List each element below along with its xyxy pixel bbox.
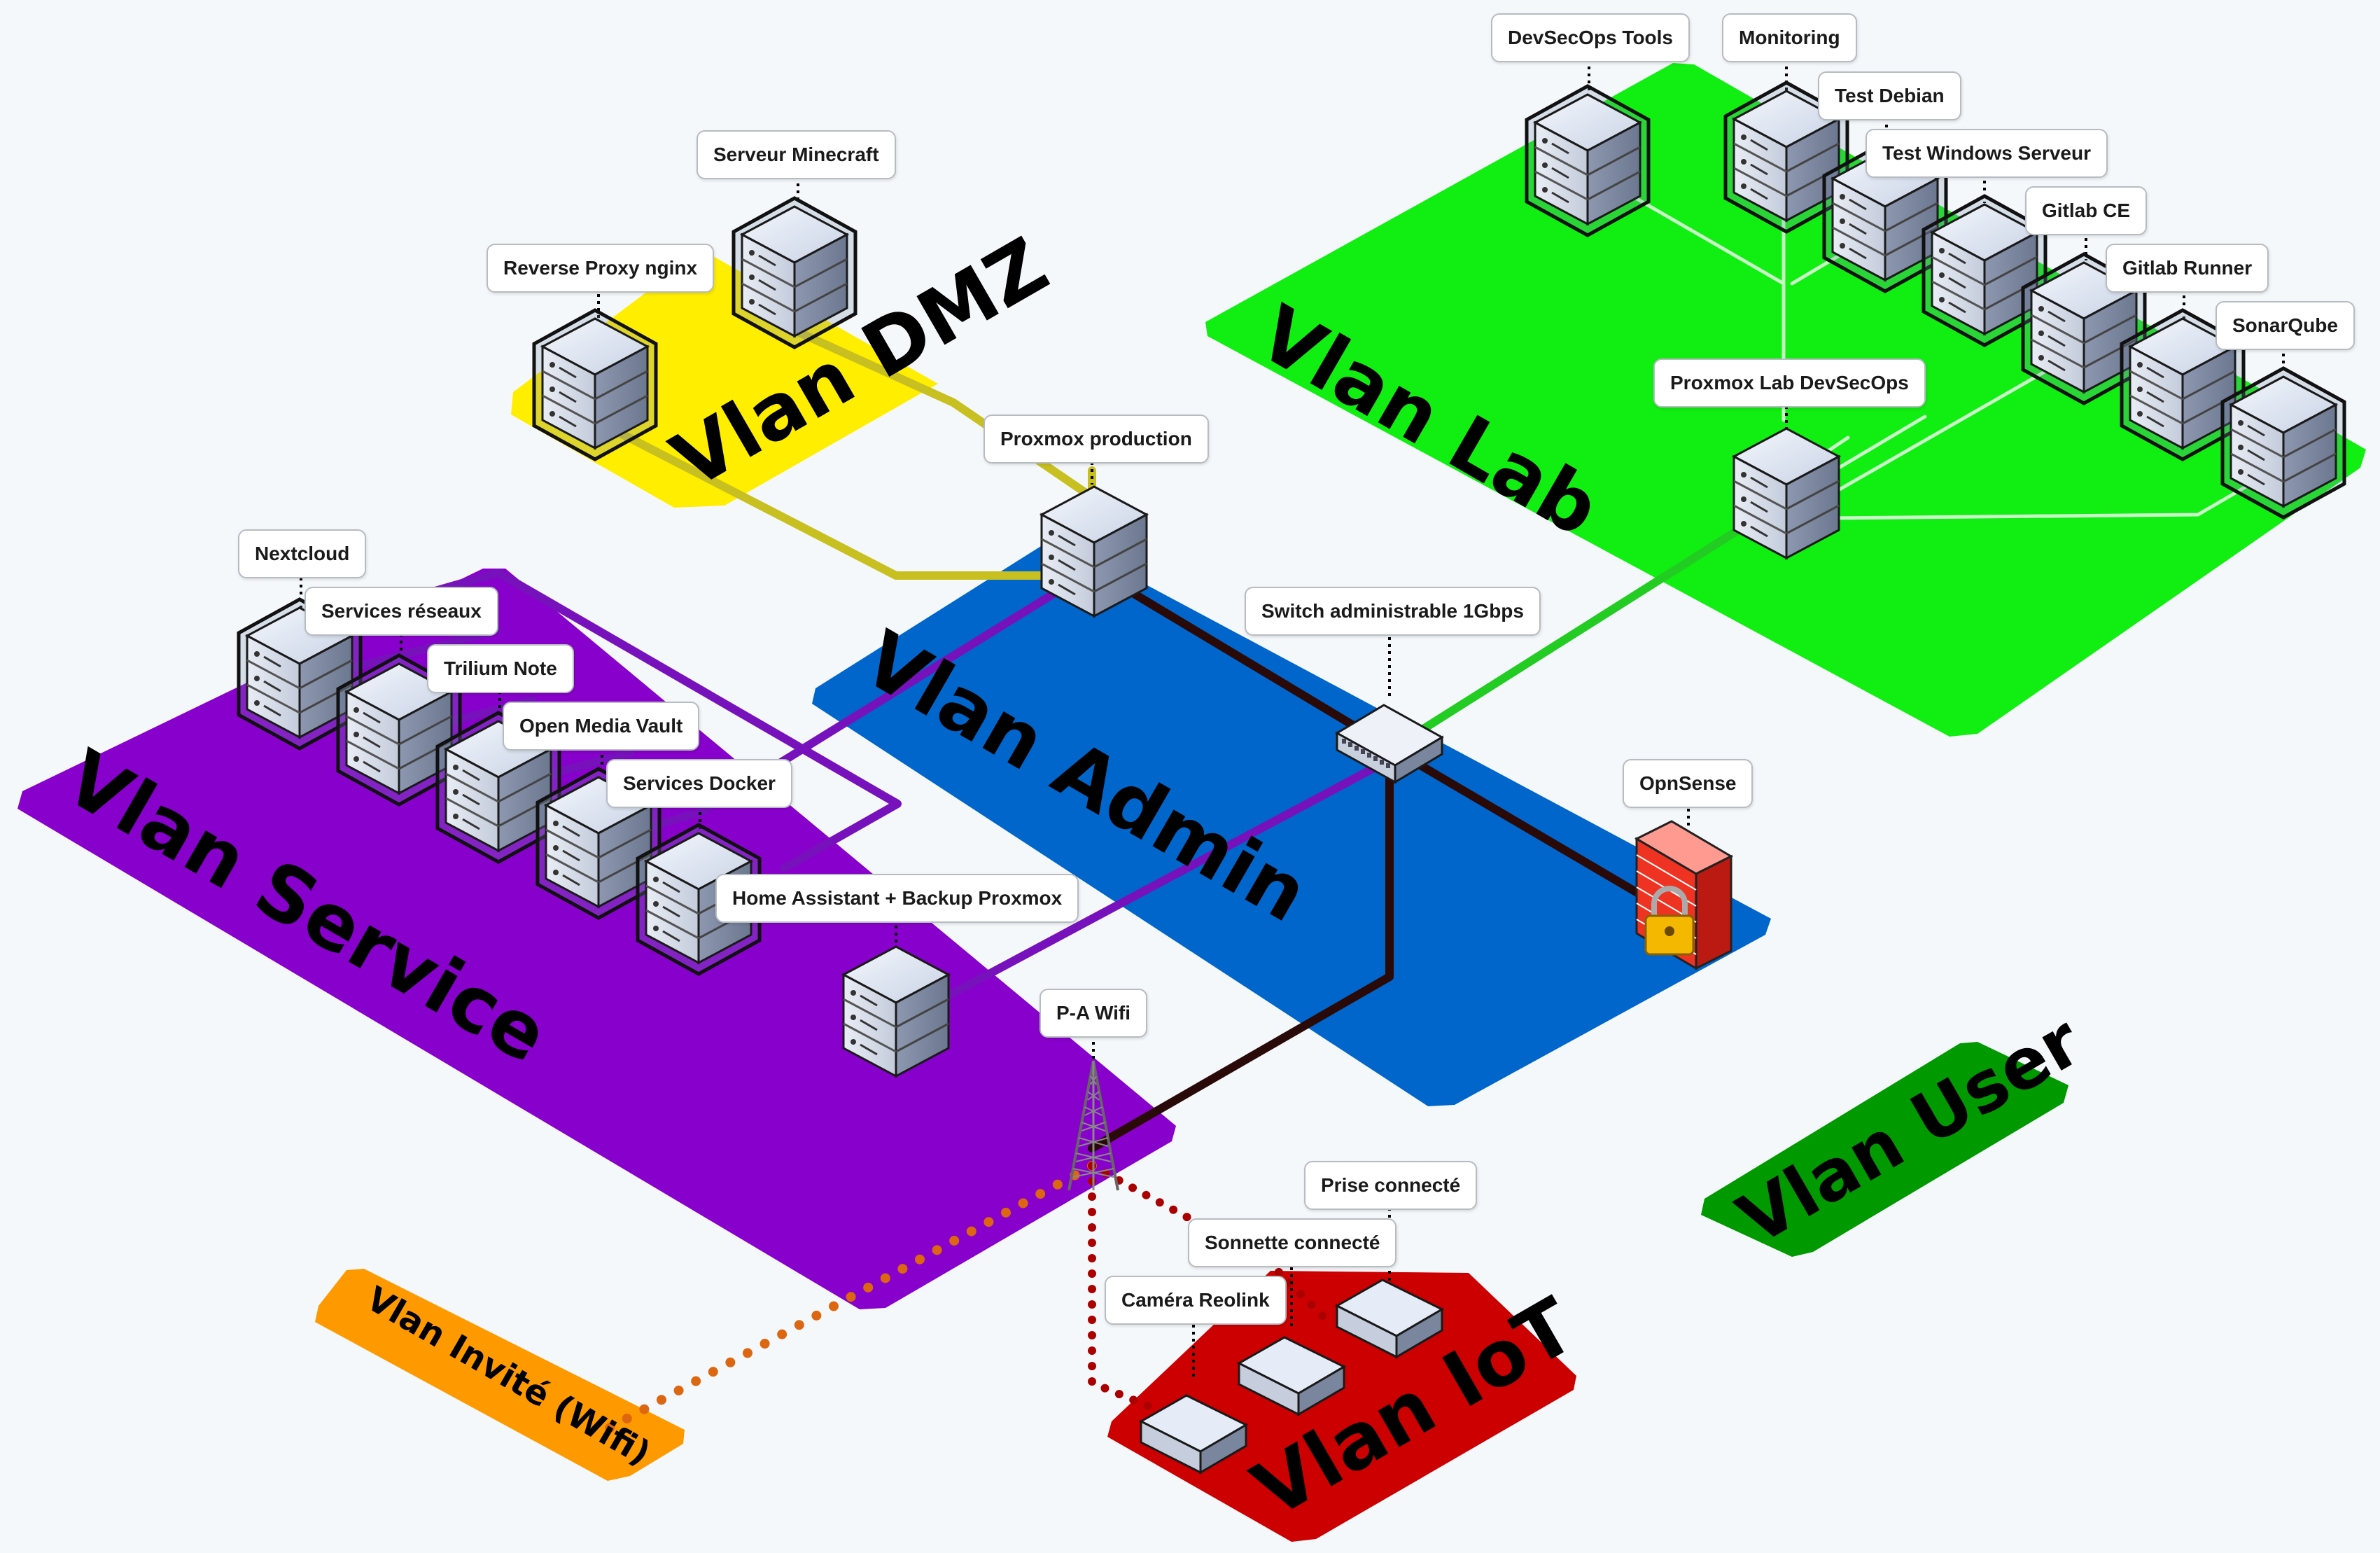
zone-service xyxy=(18,569,1176,1309)
zone-admin xyxy=(812,543,1771,1106)
server-monitoring xyxy=(1723,81,1849,234)
switch-icon xyxy=(1334,704,1445,784)
label-gitlab: Gitlab CE xyxy=(2025,186,2148,235)
zone-iot xyxy=(1107,1271,1576,1542)
server-proxmox-lab xyxy=(1731,427,1842,560)
firewall-icon xyxy=(1634,820,1734,970)
label-runner: Gitlab Runner xyxy=(2106,244,2269,293)
server-sonarqube xyxy=(2220,366,2346,520)
server-home-assistant xyxy=(841,945,951,1078)
label-ha: Home Assistant + Backup Proxmox xyxy=(715,874,1079,923)
link-lab-switch xyxy=(1420,499,1786,732)
server-proxmox-production xyxy=(1039,485,1149,618)
label-opnsense: OpnSense xyxy=(1623,759,1754,808)
iot-camera xyxy=(1138,1394,1249,1475)
link-wifi-guest xyxy=(604,1161,1097,1433)
zone-dmz xyxy=(511,252,938,508)
iot-sonnette xyxy=(1236,1336,1347,1416)
label-windows: Test Windows Serveur xyxy=(1865,129,2108,178)
label-monitoring: Monitoring xyxy=(1722,13,1857,62)
server-devsecops-tools xyxy=(1525,84,1651,237)
link-nginx-prox xyxy=(591,416,1058,580)
label-prox-lab: Proxmox Lab DevSecOps xyxy=(1653,358,1926,408)
server-gitlab-runner xyxy=(2120,308,2246,461)
server-test-windows xyxy=(1921,194,2047,347)
label-nextcloud: Nextcloud xyxy=(238,529,367,578)
zone-guest xyxy=(315,1269,685,1481)
link-wifi-iot xyxy=(1088,1162,1156,1412)
label-switch: Switch administrable 1Gbps xyxy=(1245,587,1541,636)
link-ha-switch xyxy=(934,755,1394,1005)
label-wifi: P-A Wifi xyxy=(1040,989,1148,1038)
link-switch-wifi xyxy=(1088,772,1394,1152)
server-nginx xyxy=(532,308,658,461)
label-sonar: SonarQube xyxy=(2216,301,2355,350)
label-docker: Services Docker xyxy=(606,759,792,808)
zone-user xyxy=(1701,1042,2068,1257)
zone-label-user: Vlan User xyxy=(1725,1000,2095,1261)
label-sonnette: Sonnette connecté xyxy=(1188,1218,1397,1267)
label-debian: Test Debian xyxy=(1818,71,1961,120)
server-minecraft xyxy=(732,196,858,349)
label-omv: Open Media Vault xyxy=(503,702,700,751)
label-trilium: Trilium Note xyxy=(427,644,574,693)
label-camera: Caméra Reolink xyxy=(1105,1276,1287,1325)
label-devsecops: DevSecOps Tools xyxy=(1491,13,1690,62)
iot-prise xyxy=(1334,1279,1445,1359)
label-minecraft: Serveur Minecraft xyxy=(696,130,896,179)
zone-label-guest: Vlan Invité (Wifi) xyxy=(360,1279,657,1473)
antenna-icon xyxy=(1068,1060,1119,1191)
server-test-debian xyxy=(1822,140,1948,293)
label-nginx: Reverse Proxy nginx xyxy=(486,244,715,293)
label-prox-prod: Proxmox production xyxy=(983,415,1209,464)
label-svc-net: Services réseaux xyxy=(304,587,498,636)
label-prise: Prise connecté xyxy=(1304,1161,1478,1210)
